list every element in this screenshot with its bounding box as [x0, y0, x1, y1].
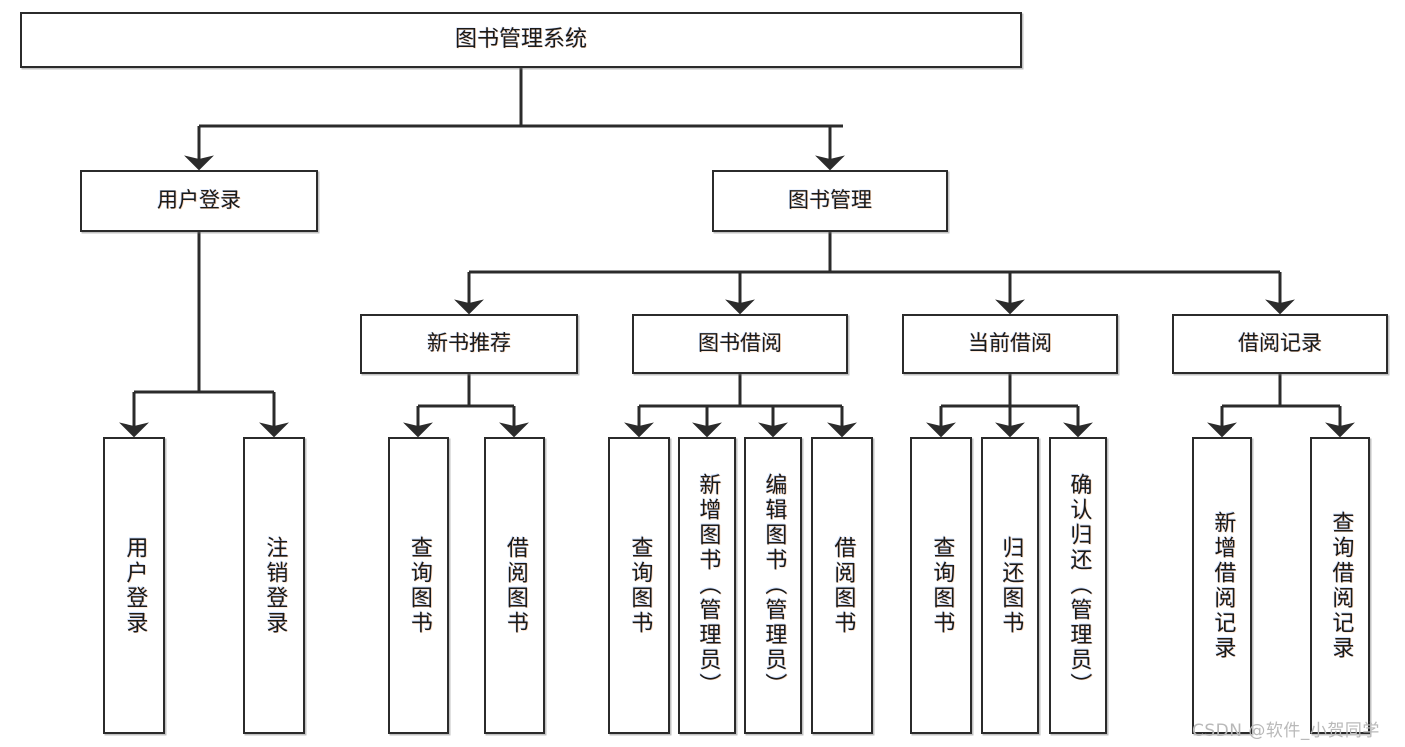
- leaf-logout-login[interactable]: 注销登录: [243, 437, 305, 734]
- leaf-add-borrow-record[interactable]: 新增借阅记录: [1192, 437, 1252, 734]
- leaf-query-book-borrow[interactable]: 查询图书: [608, 437, 670, 734]
- csdn-watermark: CSDN @软件_小贺同学: [1192, 721, 1380, 741]
- node-label: 确认归还（管理员）: [1066, 473, 1092, 698]
- node-new-book-recommend[interactable]: 新书推荐: [360, 314, 578, 374]
- node-root-system[interactable]: 图书管理系统: [20, 12, 1022, 68]
- leaf-query-book-recommend[interactable]: 查询图书: [388, 437, 449, 734]
- node-book-borrow[interactable]: 图书借阅: [632, 314, 848, 374]
- leaf-add-book[interactable]: 新增图书（管理员）: [678, 437, 736, 734]
- node-book-management[interactable]: 图书管理: [712, 170, 948, 232]
- node-label: 图书管理系统: [454, 26, 587, 52]
- node-label: 新书推荐: [427, 331, 511, 356]
- node-label: 查询图书: [627, 535, 653, 636]
- node-label: 当前借阅: [968, 331, 1052, 356]
- leaf-edit-book[interactable]: 编辑图书（管理员）: [744, 437, 802, 734]
- leaf-user-login[interactable]: 用户登录: [103, 437, 165, 734]
- node-label: 用户登录: [157, 188, 241, 213]
- leaf-confirm-return[interactable]: 确认归还（管理员）: [1049, 437, 1107, 734]
- node-label: 查询图书: [929, 535, 955, 636]
- node-label: 借阅图书: [502, 535, 528, 636]
- node-label: 归还图书: [998, 535, 1024, 636]
- leaf-borrow-book[interactable]: 借阅图书: [811, 437, 873, 734]
- leaf-query-book-current[interactable]: 查询图书: [910, 437, 972, 734]
- node-label: 编辑图书（管理员）: [761, 473, 787, 698]
- node-label: 借阅图书: [830, 535, 856, 636]
- node-borrow-record[interactable]: 借阅记录: [1172, 314, 1388, 374]
- node-label: 借阅记录: [1238, 331, 1322, 356]
- node-label: 新增图书（管理员）: [695, 473, 721, 698]
- node-label: 查询借阅记录: [1328, 510, 1354, 661]
- node-label: 图书借阅: [698, 331, 782, 356]
- leaf-query-borrow-record[interactable]: 查询借阅记录: [1310, 437, 1370, 734]
- leaf-return-book[interactable]: 归还图书: [981, 437, 1039, 734]
- node-label: 查询图书: [406, 535, 432, 636]
- node-label: 新增借阅记录: [1210, 510, 1236, 661]
- node-current-borrow[interactable]: 当前借阅: [902, 314, 1118, 374]
- leaf-borrow-book-recommend[interactable]: 借阅图书: [484, 437, 545, 734]
- node-label: 注销登录: [262, 535, 288, 636]
- node-label: 用户登录: [122, 535, 148, 636]
- node-user-login[interactable]: 用户登录: [80, 170, 318, 232]
- node-label: 图书管理: [788, 188, 872, 213]
